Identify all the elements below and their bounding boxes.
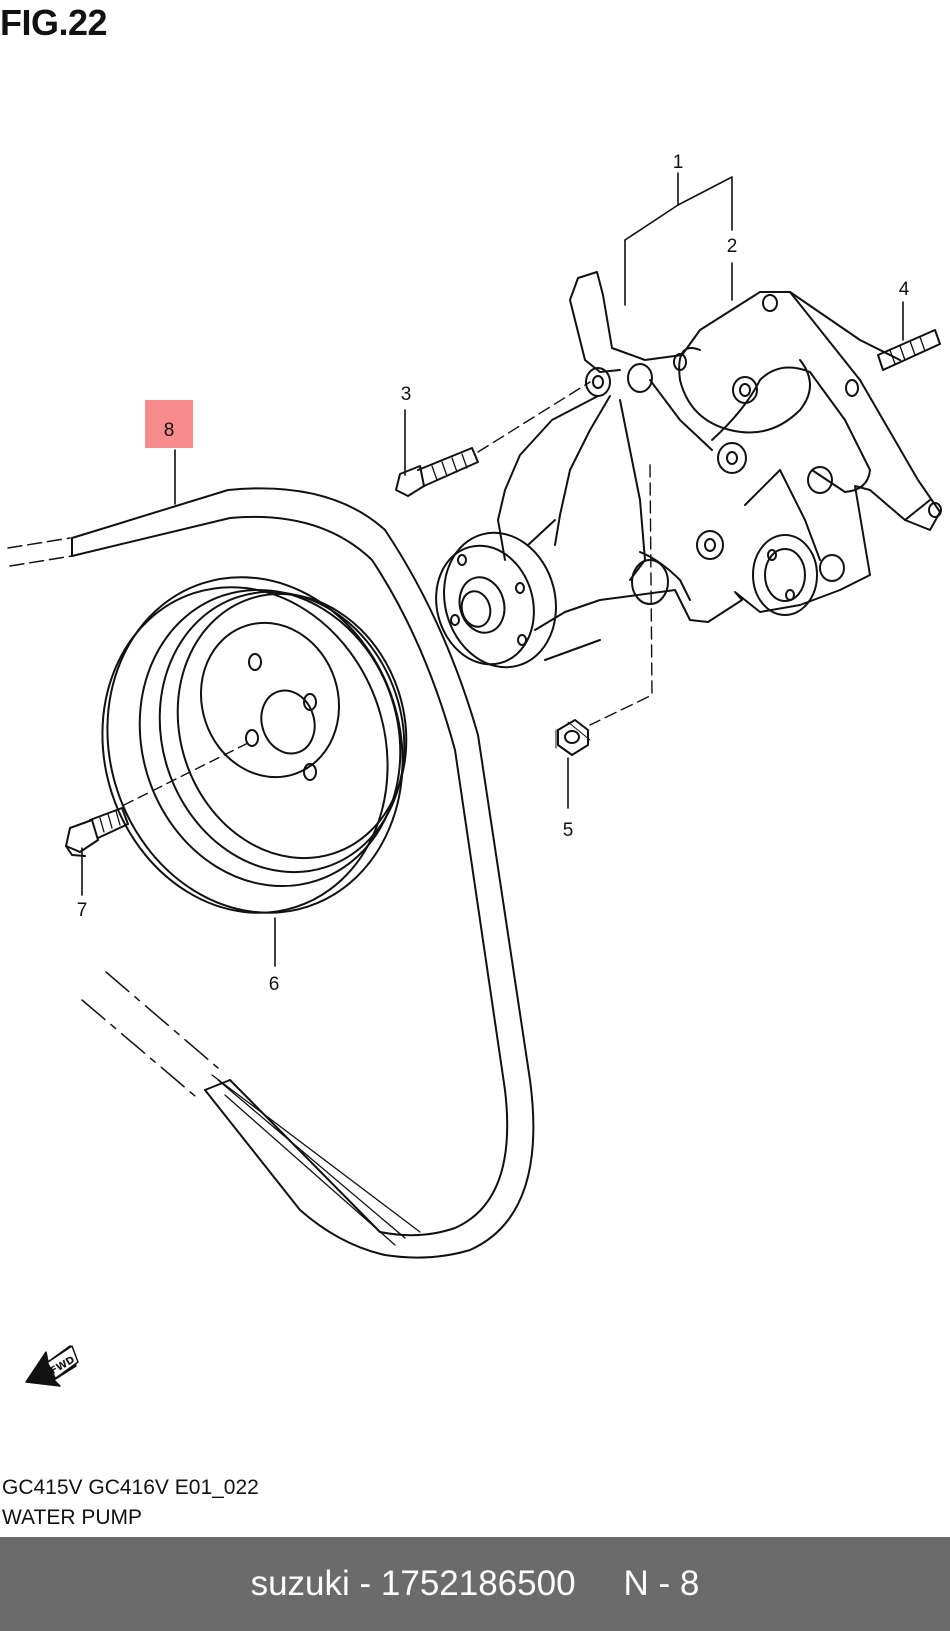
fwd-arrow-icon: FWD bbox=[25, 1345, 79, 1387]
figure-title: FIG.22 bbox=[0, 2, 108, 43]
flange-nut bbox=[555, 719, 591, 756]
callout-8[interactable]: 8 bbox=[145, 400, 193, 505]
footer-part-number: suzuki - 1752186500 bbox=[250, 1564, 576, 1603]
callout-3[interactable]: 3 bbox=[401, 384, 412, 405]
model-code: GC415V GC416V E01_022 bbox=[2, 1476, 259, 1499]
stud-bolt bbox=[877, 329, 941, 371]
pulley-bolt bbox=[65, 741, 251, 857]
pulley bbox=[101, 576, 408, 914]
callout-8-highlight bbox=[145, 400, 193, 448]
water-pump-exploded-diagram: 8 bbox=[7, 152, 942, 1387]
leader-lines bbox=[81, 172, 904, 967]
callout-2[interactable]: 2 bbox=[727, 236, 738, 257]
callout-1[interactable]: 1 bbox=[673, 152, 684, 173]
callout-6[interactable]: 6 bbox=[269, 974, 280, 995]
assembly-name: WATER PUMP bbox=[2, 1506, 142, 1529]
v-belt bbox=[7, 487, 535, 1259]
pump-bolt bbox=[395, 381, 591, 497]
footer-position: N - 8 bbox=[623, 1564, 700, 1603]
callout-4[interactable]: 4 bbox=[899, 279, 910, 300]
callout-7[interactable]: 7 bbox=[77, 900, 88, 921]
callout-8-label: 8 bbox=[164, 420, 175, 441]
footer-bar: suzuki - 1752186500 N - 8 bbox=[0, 1537, 950, 1631]
water-pump bbox=[435, 271, 942, 726]
callout-5[interactable]: 5 bbox=[563, 820, 574, 841]
